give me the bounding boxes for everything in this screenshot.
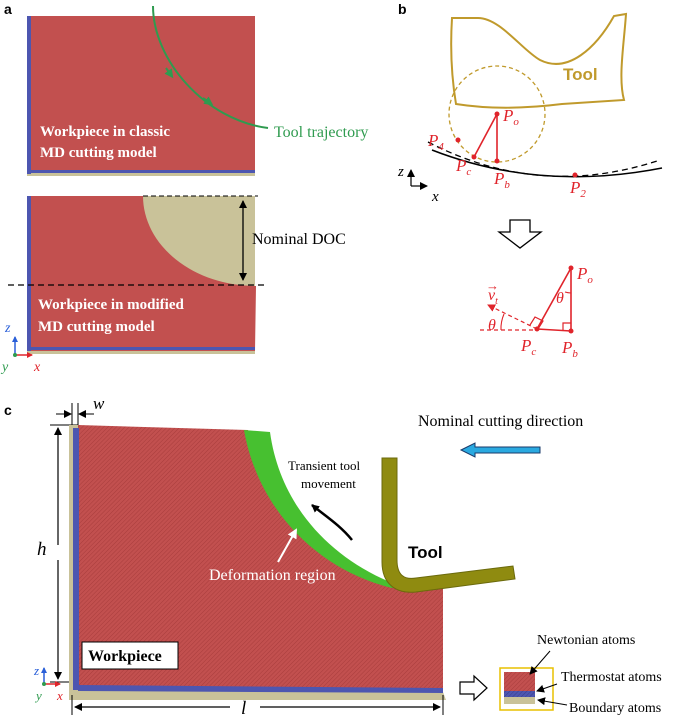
h-dimension: [50, 424, 78, 683]
tool-label-b: Tool: [563, 65, 598, 84]
newtonian-atoms-label: Newtonian atoms: [537, 633, 635, 648]
classic-label-line2: MD cutting model: [40, 145, 157, 161]
cutting-direction-arrow: [459, 442, 541, 458]
theta-upper: θ: [556, 290, 564, 307]
theta-inset: [480, 265, 574, 334]
legend-arrow-icon: [459, 674, 488, 702]
panel-c-axes: z y x: [33, 663, 63, 703]
deformation-pointer-arrow: [277, 528, 297, 563]
axis-y-c: y: [34, 688, 42, 703]
axis-z-c: z: [33, 663, 39, 678]
axis-z-a: z: [4, 321, 11, 336]
p-b-label: Pb: [493, 169, 510, 191]
l-label: l: [241, 698, 246, 719]
p-4-label: P4: [427, 131, 444, 153]
nominal-doc-label: Nominal DOC: [252, 231, 346, 248]
nominal-path-dashed: [427, 141, 661, 177]
atoms-legend-cube: [499, 667, 554, 711]
tool-trajectory-curve: [152, 5, 269, 129]
p-c-label: Pc: [455, 156, 471, 178]
transient-label-line2: movement: [301, 476, 356, 491]
transient-label-line1: Transient tool: [288, 458, 360, 473]
tool-outline: [450, 12, 628, 109]
axis-x-c: x: [56, 688, 63, 703]
length-dimension: [71, 695, 444, 715]
classic-workpiece: [27, 16, 255, 176]
axis-x-a: x: [33, 360, 41, 375]
trajectory-arrow-2: [202, 96, 214, 106]
modified-workpiece: [27, 196, 256, 354]
transient-movement-arrow: [311, 504, 353, 541]
boundary-pointer: [537, 697, 568, 706]
tool-trajectory-label: Tool trajectory: [274, 124, 368, 141]
w-label: w: [93, 394, 105, 413]
tool-edge-circle: [448, 65, 546, 163]
axis-x-b: x: [431, 189, 439, 205]
thermostat-atoms-label: Thermostat atoms: [561, 670, 662, 685]
newtonian-pointer: [529, 650, 551, 675]
workpiece-label: Workpiece: [88, 648, 162, 665]
panel-a-label: a: [4, 1, 12, 17]
trajectory-arrow-1: [164, 67, 174, 79]
panel-c-label: c: [4, 402, 12, 418]
p-o-label: Po: [502, 106, 519, 128]
panel-a-axes: z y x: [0, 321, 41, 375]
theta-lower: θ: [488, 317, 496, 334]
tool-label-c: Tool: [408, 543, 443, 562]
inset-p-o-label: Po: [576, 264, 593, 286]
nominal-cutting-direction-label: Nominal cutting direction: [418, 413, 583, 430]
axis-y-a: y: [0, 360, 9, 375]
h-label: h: [37, 539, 47, 560]
v-t-label: vt: [488, 287, 498, 307]
panel-b-axes: z x: [397, 164, 439, 205]
cutting-tool-shape: [381, 457, 516, 593]
modified-label-line1: Workpiece in modified: [38, 297, 184, 313]
workpiece-label-box: [81, 641, 179, 670]
thermostat-pointer: [536, 683, 558, 693]
panel-b-label: b: [398, 1, 407, 17]
classic-label-line1: Workpiece in classic: [40, 124, 170, 140]
panel-b-geometry: [455, 111, 578, 178]
deformation-region-label: Deformation region: [209, 567, 336, 584]
modified-label-line2: MD cutting model: [38, 319, 155, 335]
p-2-label: P2: [569, 178, 586, 200]
w-dimension: [56, 403, 94, 427]
inset-p-b-label: Pb: [561, 338, 578, 360]
axis-z-b: z: [397, 164, 404, 180]
boundary-atoms-label: Boundary atoms: [569, 701, 661, 716]
v-t-vector-arrow: →: [486, 278, 499, 293]
main-workpiece: [69, 425, 446, 700]
down-arrow-icon: [497, 219, 543, 249]
deformation-zone: [244, 430, 400, 588]
actual-path-solid: [431, 149, 663, 178]
inset-p-c-label: Pc: [520, 336, 536, 358]
